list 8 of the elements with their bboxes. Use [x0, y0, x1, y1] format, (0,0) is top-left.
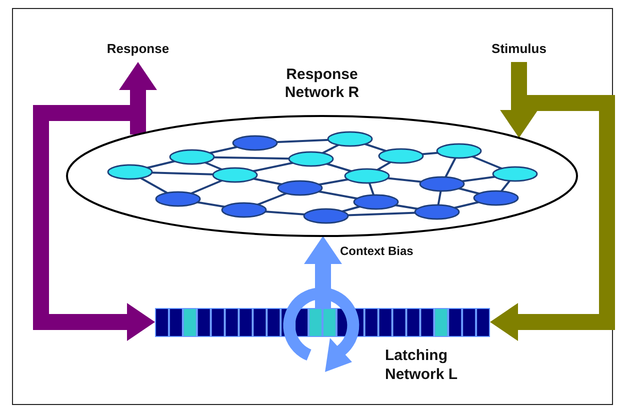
arrow [304, 236, 342, 308]
input-label: Stimulus [469, 40, 569, 62]
arrow [33, 105, 155, 341]
output-label: Response [88, 40, 188, 62]
network-ellipse [66, 66, 578, 238]
network-title: Response Network R [284, 66, 360, 102]
edge-label: Context Bias [338, 244, 416, 258]
network-title: Latching Network L [385, 346, 459, 384]
